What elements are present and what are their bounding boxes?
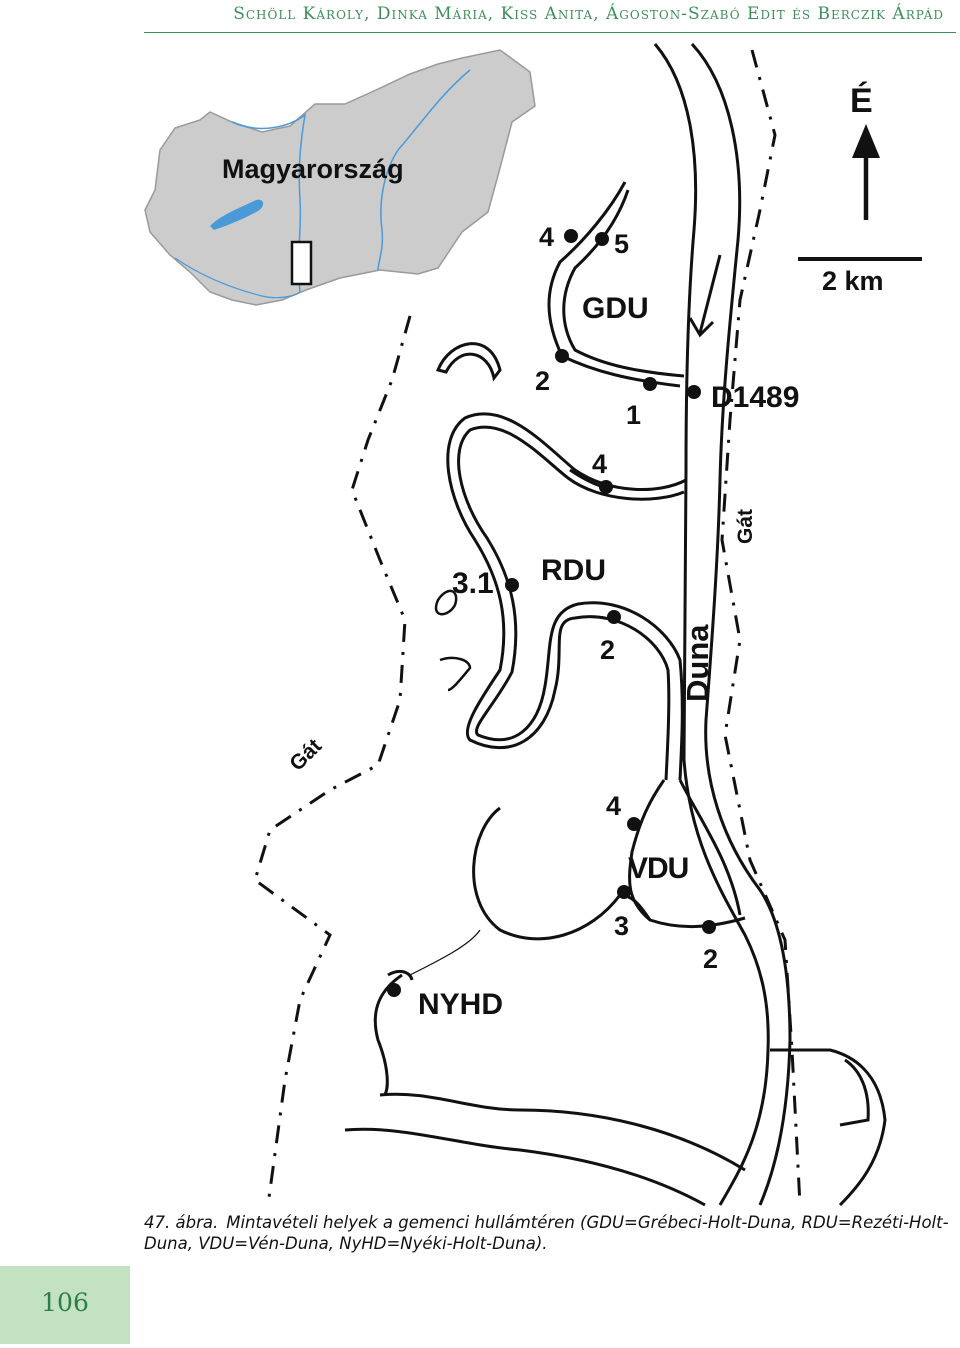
tisza-inset-river — [377, 69, 471, 271]
hungary-outline — [144, 49, 536, 306]
label-d1489: D1489 — [711, 381, 799, 414]
scale-bar: 2 km — [798, 257, 922, 296]
label-gdu-1: 1 — [626, 400, 641, 430]
running-header: Schöll Károly, Dinka Mária, Kiss Anita, … — [233, 4, 944, 24]
label-gdu: GDU — [582, 292, 649, 325]
label-vdu-3: 3 — [614, 911, 629, 941]
hungary-inset: Magyarország — [144, 49, 536, 306]
site-vdu-4 — [627, 817, 641, 831]
site-gdu-1 — [643, 377, 657, 391]
page-number-box — [0, 1266, 130, 1344]
study-area-marker — [290, 240, 313, 286]
site-nyhd — [387, 983, 401, 997]
flow-direction-arrow — [688, 254, 722, 338]
sampling-sites — [387, 229, 716, 997]
site-d1489 — [687, 385, 701, 399]
label-gdu-2: 2 — [535, 366, 550, 396]
label-gdu-5: 5 — [614, 229, 629, 259]
balaton-lake — [210, 199, 264, 230]
caption-text: Mintavételi helyek a gemenci hullámtéren… — [144, 1213, 949, 1253]
nyhd-backwater — [344, 806, 746, 1207]
label-duna: Duna — [680, 624, 715, 702]
label-gdu-4: 4 — [539, 222, 554, 252]
inset-country-label: Magyarország — [222, 154, 404, 184]
site-rdu-4 — [599, 480, 613, 494]
gemenc-map: Magyarország É 2 km Gát Gát — [144, 42, 922, 1207]
site-vdu-2 — [702, 920, 716, 934]
label-vdu-2: 2 — [703, 944, 718, 974]
north-label: É — [850, 82, 873, 120]
header-rule — [144, 32, 956, 33]
levee-lines — [253, 49, 802, 1206]
levee-label-west: Gát — [285, 735, 326, 776]
site-gdu-5 — [595, 232, 609, 246]
figure-caption: 47. ábra.Mintavételi helyek a gemenci hu… — [144, 1212, 956, 1254]
danube-main-channel — [653, 42, 887, 1207]
map-labels: 4 5 GDU 2 1 D1489 4 RDU 3.1 2 Duna 4 VDU… — [418, 222, 799, 1021]
label-rdu: RDU — [541, 554, 606, 587]
north-arrow: É — [850, 82, 880, 220]
scale-label: 2 km — [822, 266, 884, 296]
site-gdu-2 — [555, 349, 569, 363]
nyhd-thin-channel — [409, 929, 481, 976]
site-vdu-3 — [617, 885, 631, 899]
page-number: 106 — [41, 1288, 89, 1317]
label-vdu: VDU — [628, 852, 688, 885]
small-oxbow — [435, 342, 502, 382]
islet-1 — [434, 589, 458, 616]
site-gdu-4 — [564, 229, 578, 243]
caption-label: 47. ábra. — [144, 1213, 219, 1232]
label-rdu-31: 3.1 — [452, 567, 494, 600]
label-rdu-2: 2 — [600, 635, 615, 665]
label-rdu-4: 4 — [592, 449, 607, 479]
label-vdu-4: 4 — [606, 791, 621, 821]
site-rdu-31 — [505, 578, 519, 592]
site-rdu-2 — [607, 610, 621, 624]
levee-label-east: Gát — [734, 509, 757, 544]
drava-inset-river — [174, 257, 301, 299]
islet-2 — [439, 656, 472, 692]
gdu-backwater — [547, 181, 685, 388]
label-nyhd: NYHD — [418, 988, 503, 1021]
